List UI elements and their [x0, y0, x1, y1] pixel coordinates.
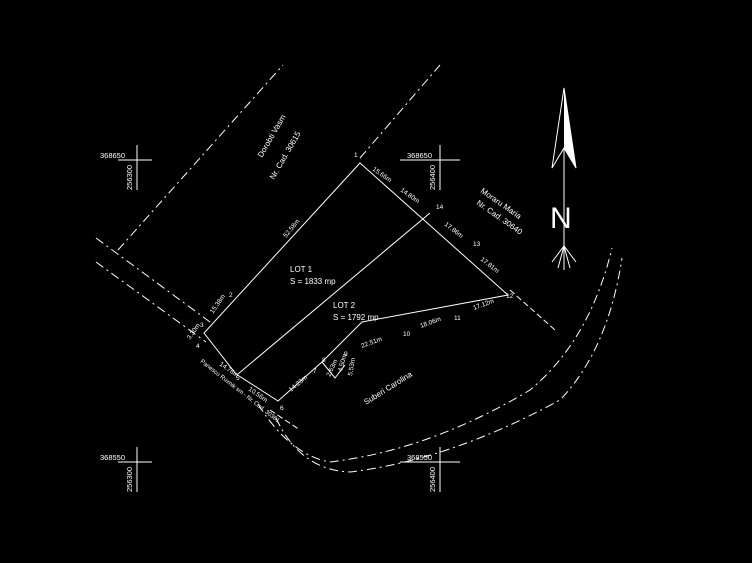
lot-2-area: S = 1792 mp — [333, 313, 379, 322]
neighbor-4-owner: Panescu Ruxnik sm - Nr. Cad. 30361 — [199, 359, 281, 425]
point-label: 10 — [403, 331, 411, 338]
lot-1-area: S = 1833 mp — [290, 277, 336, 286]
neighbor-3-owner: Suberi Carolina — [362, 370, 414, 407]
distance-label: 18.06m — [419, 316, 442, 330]
grid-x-bottom-right: 368550 — [407, 453, 432, 462]
grid-x-bottom-left: 368550 — [100, 453, 125, 462]
point-label: 1 — [354, 152, 358, 159]
distance-label: 5.53m — [347, 357, 357, 376]
point-numbers: 1 2 3 4 5 6 7 8 9 10 11 12 13 14 — [196, 152, 514, 412]
distance-label: 17.86m — [443, 221, 464, 240]
point-label: 8 — [322, 357, 326, 364]
point-label: 6 — [280, 405, 284, 412]
point-label: 3 — [200, 322, 204, 329]
grid-y-top-right: 256400 — [428, 165, 437, 190]
lot-boundaries — [203, 162, 510, 402]
distance-label: 22.51m — [360, 336, 383, 350]
neighbor-boundaries — [95, 64, 623, 473]
distance-label: 15.38m — [209, 293, 227, 315]
point-label: 9 — [344, 351, 348, 358]
distance-label: 3.30m — [186, 322, 202, 341]
distance-label: 4.50m — [337, 353, 348, 372]
point-label: 11 — [454, 315, 461, 322]
grid-y-top-left: 256300 — [125, 165, 134, 190]
grid-y-bottom-right: 256400 — [428, 467, 437, 492]
point-label: 12 — [506, 293, 514, 300]
grid-y-bottom-left: 256300 — [125, 467, 134, 492]
distance-label: 14.23m — [288, 374, 309, 393]
grid-x-top-left: 368650 — [100, 151, 125, 160]
north-label: N — [550, 202, 572, 235]
point-label: 7 — [313, 368, 317, 375]
point-label: 4 — [196, 343, 200, 350]
segment-distances: 52.58m 15.66m 14.80m 17.86m 17.81m 17.12… — [186, 166, 500, 404]
lot-1-name: LOT 1 — [290, 265, 313, 274]
point-label: 13 — [473, 241, 481, 248]
distance-label: 52.58m — [282, 218, 301, 239]
point-label: 5 — [236, 375, 240, 382]
grid-crosses — [118, 145, 460, 492]
north-arrow-icon — [551, 87, 577, 270]
point-label: 14 — [436, 204, 444, 211]
point-label: 2 — [229, 292, 233, 299]
lot-2-name: LOT 2 — [333, 301, 356, 310]
distance-label: 14.80m — [399, 187, 421, 205]
grid-x-top-right: 368650 — [407, 151, 432, 160]
